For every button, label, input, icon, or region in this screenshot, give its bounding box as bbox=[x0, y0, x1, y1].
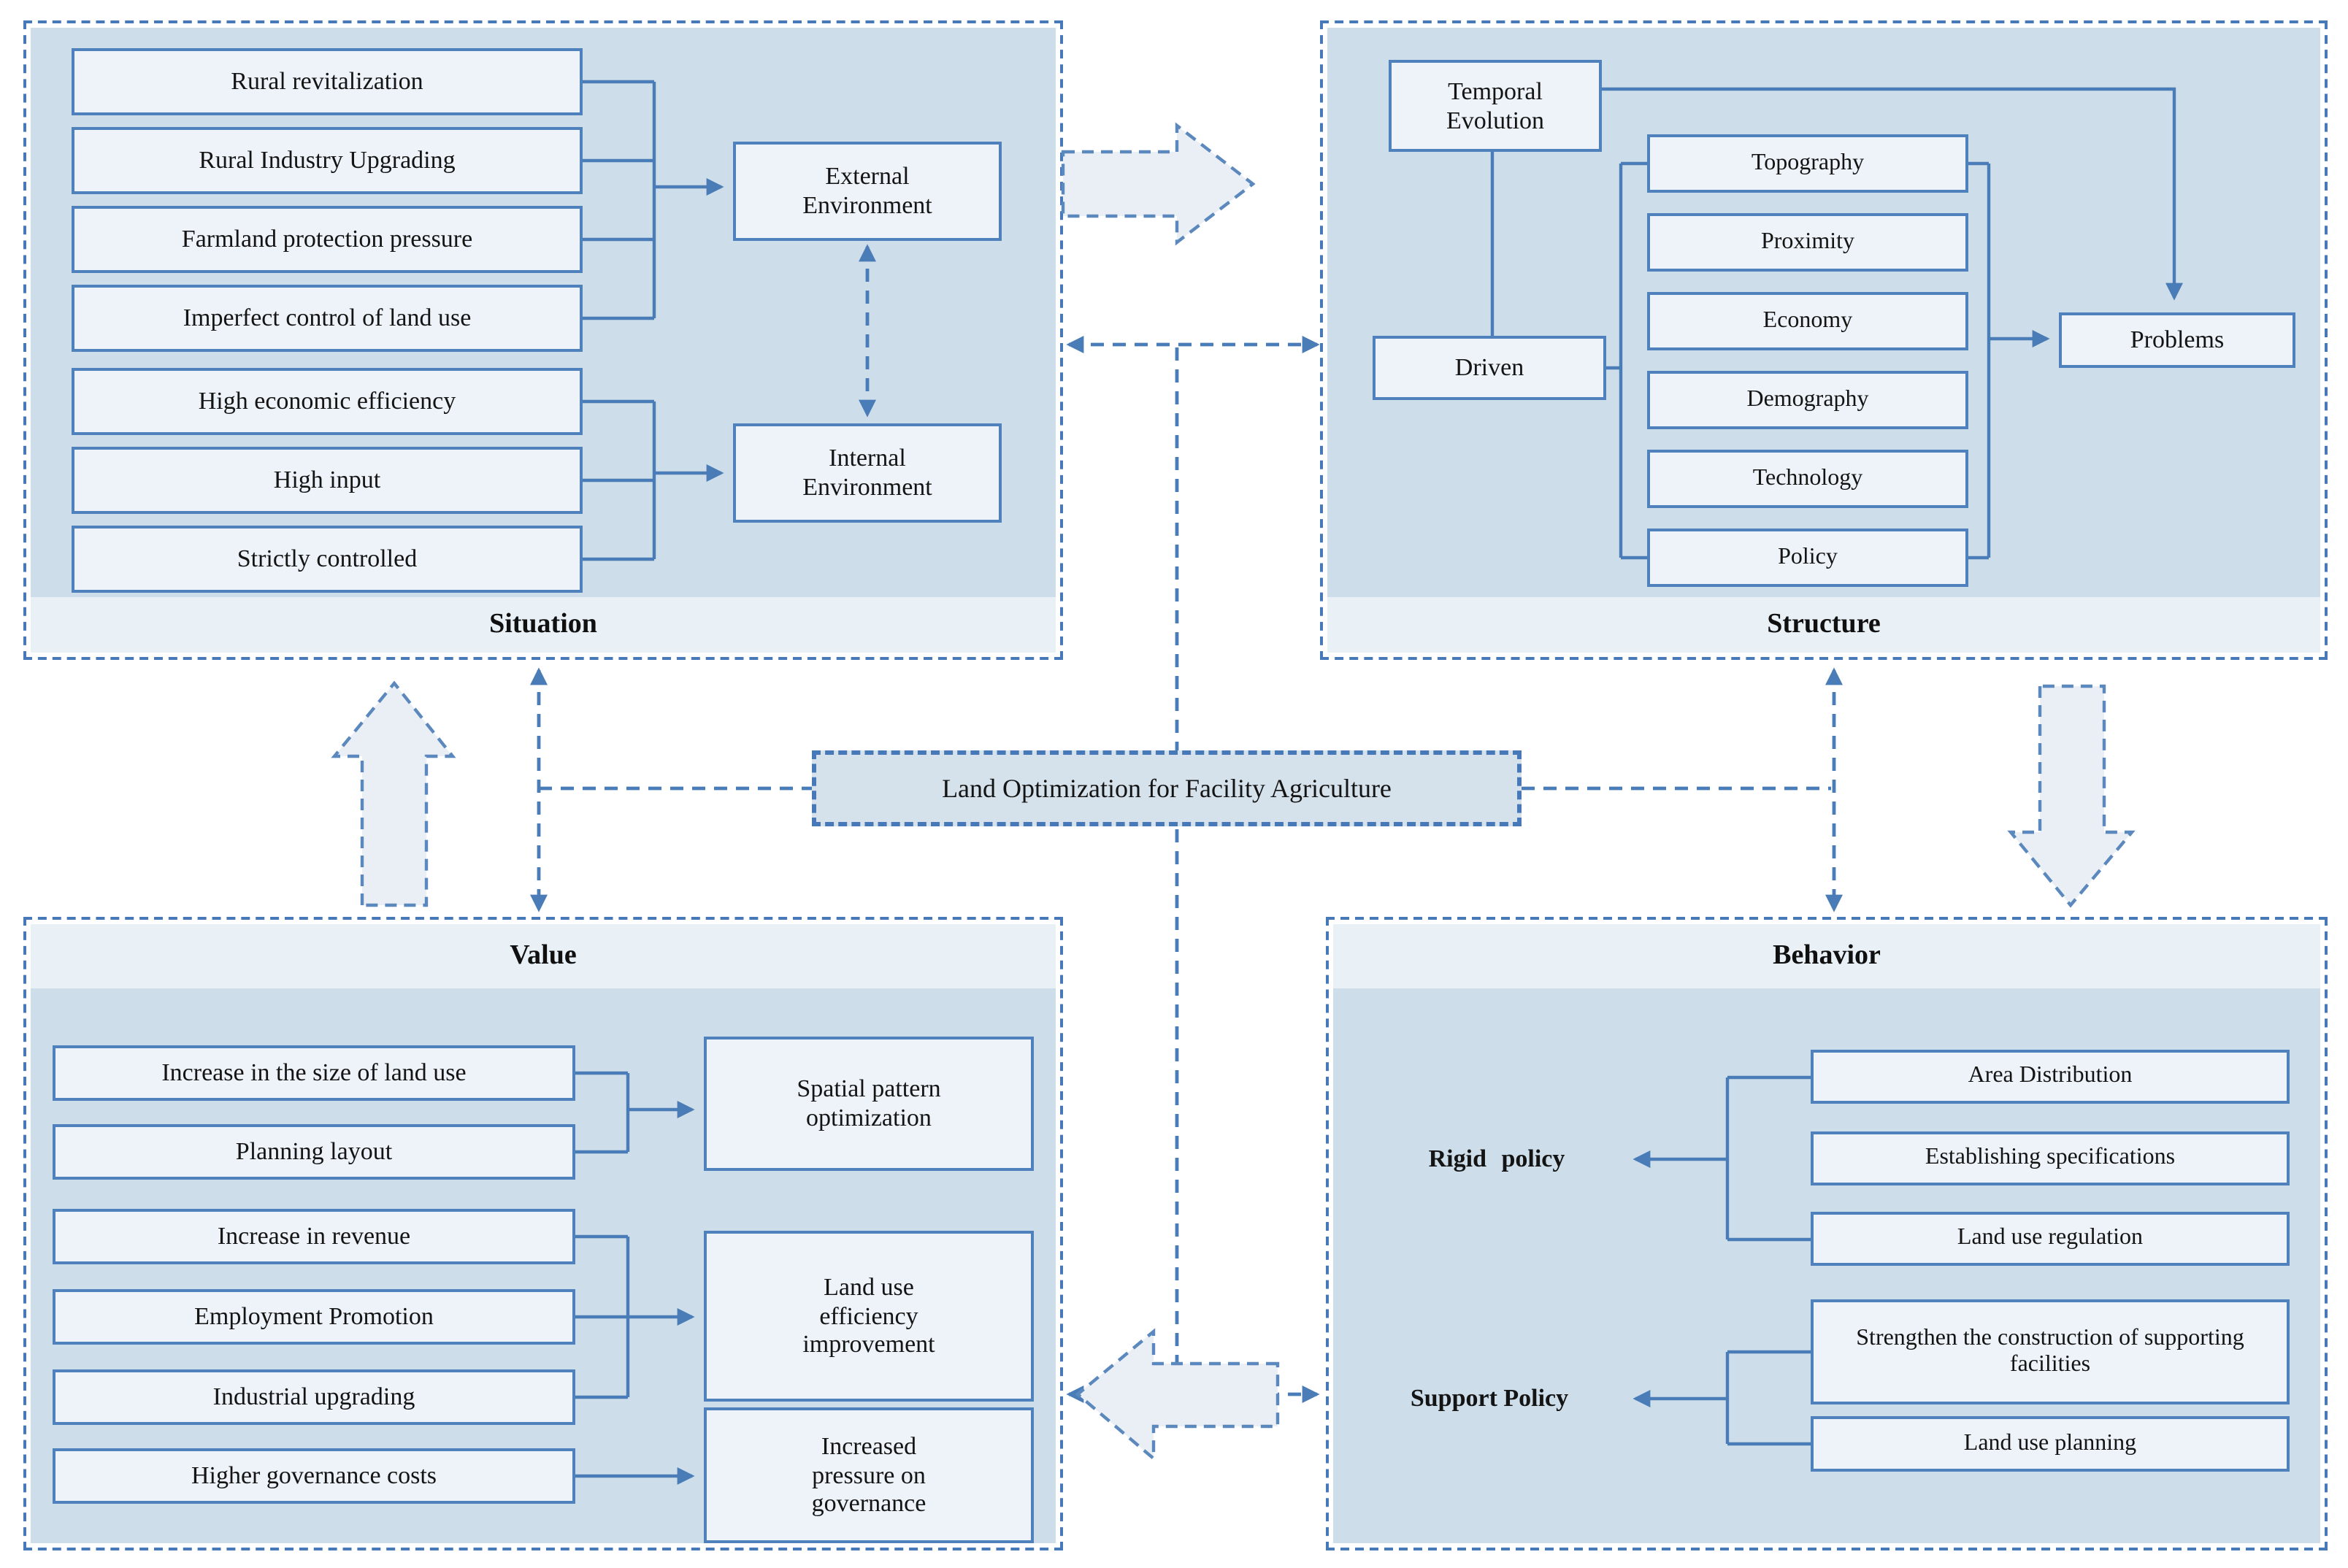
box-driven: Driven bbox=[1373, 336, 1606, 400]
block-arrow-right-icon bbox=[1061, 122, 1256, 246]
structure-title: Structure bbox=[1327, 597, 2320, 653]
behavior-title: Behavior bbox=[1333, 924, 2320, 988]
box-establishing-specifications: Establishing specifications bbox=[1811, 1131, 2290, 1185]
value-title: Value bbox=[31, 924, 1056, 988]
box-temporal-evolution: Temporal Evolution bbox=[1389, 60, 1602, 152]
box-increase-size-land-use: Increase in the size of land use bbox=[53, 1045, 575, 1101]
box-strengthen-supporting-facilities: Strengthen the construction of supportin… bbox=[1811, 1299, 2290, 1404]
box-internal-environment: Internal Environment bbox=[733, 423, 1002, 523]
box-problems: Problems bbox=[2059, 312, 2295, 368]
situation-external-bracket bbox=[583, 80, 724, 320]
box-technology: Technology bbox=[1647, 450, 1968, 508]
box-demography: Demography bbox=[1647, 371, 1968, 429]
box-policy: Policy bbox=[1647, 529, 1968, 587]
box-high-economic-efficiency: High economic efficiency bbox=[72, 368, 583, 435]
box-high-input: High input bbox=[72, 447, 583, 514]
situation-internal-bracket bbox=[583, 399, 724, 561]
box-economy: Economy bbox=[1647, 292, 1968, 350]
box-spatial-pattern-optimization: Spatial pattern optimization bbox=[704, 1037, 1034, 1171]
block-arrow-down-icon bbox=[2007, 684, 2136, 908]
drivers-left-bracket bbox=[1606, 161, 1647, 560]
box-industrial-upgrading: Industrial upgrading bbox=[53, 1369, 575, 1425]
box-rural-revitalization: Rural revitalization bbox=[72, 48, 583, 115]
label-rigid-policy: Rigid policy bbox=[1428, 1145, 1565, 1172]
box-land-use-planning: Land use planning bbox=[1811, 1416, 2290, 1472]
box-increased-pressure-governance: Increased pressure on governance bbox=[704, 1407, 1034, 1543]
box-employment-promotion: Employment Promotion bbox=[53, 1289, 575, 1345]
support-policy-bracket bbox=[1633, 1350, 1811, 1446]
center-land-optimization-box: Land Optimization for Facility Agricultu… bbox=[812, 750, 1522, 826]
box-farmland-protection-pressure: Farmland protection pressure bbox=[72, 206, 583, 273]
label-support-policy: Support Policy bbox=[1410, 1384, 1569, 1412]
drivers-right-bracket bbox=[1968, 161, 2050, 560]
block-arrow-left-icon bbox=[1075, 1328, 1280, 1462]
block-arrow-up-icon bbox=[331, 680, 456, 907]
box-higher-governance-costs: Higher governance costs bbox=[53, 1448, 575, 1504]
value-spatial-bracket bbox=[575, 1071, 695, 1154]
temporal-problems-link bbox=[1602, 87, 2183, 301]
rigid-policy-bracket bbox=[1633, 1075, 1811, 1242]
box-topography: Topography bbox=[1647, 134, 1968, 193]
box-land-use-efficiency-improvement: Land use efficiency improvement bbox=[704, 1231, 1034, 1402]
box-strictly-controlled: Strictly controlled bbox=[72, 526, 583, 593]
box-area-distribution: Area Distribution bbox=[1811, 1050, 2290, 1104]
box-imperfect-control-land-use: Imperfect control of land use bbox=[72, 285, 583, 352]
box-proximity: Proximity bbox=[1647, 213, 1968, 272]
box-increase-in-revenue: Increase in revenue bbox=[53, 1209, 575, 1264]
box-external-environment: External Environment bbox=[733, 142, 1002, 241]
value-efficiency-bracket bbox=[575, 1234, 695, 1399]
box-planning-layout: Planning layout bbox=[53, 1124, 575, 1180]
box-land-use-regulation: Land use regulation bbox=[1811, 1212, 2290, 1266]
box-rural-industry-upgrading: Rural Industry Upgrading bbox=[72, 127, 583, 194]
situation-title: Situation bbox=[31, 597, 1056, 653]
